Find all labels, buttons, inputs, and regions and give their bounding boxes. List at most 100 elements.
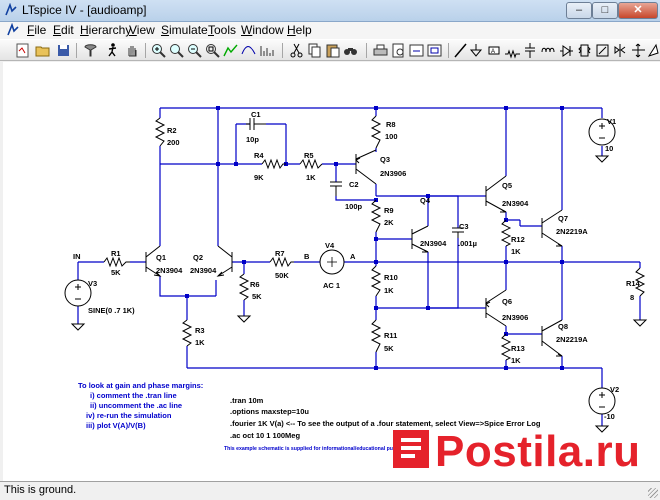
resistor-icon[interactable]: [504, 42, 521, 59]
svg-text:5K: 5K: [252, 292, 262, 301]
svg-text:2N3906: 2N3906: [380, 169, 406, 178]
pan-icon[interactable]: [124, 42, 141, 59]
draw-line-icon[interactable]: [452, 42, 469, 59]
new-schematic-icon[interactable]: [14, 42, 31, 59]
svg-text:A: A: [491, 49, 495, 55]
zoom-out-icon[interactable]: [186, 42, 203, 59]
svg-text:C3: C3: [459, 222, 469, 231]
ground-symbols[interactable]: [70, 155, 648, 433]
menu-edit[interactable]: Edit: [53, 23, 74, 37]
svg-text:Q4: Q4: [420, 196, 431, 205]
voltage-source-v4: [319, 249, 345, 275]
menu-help[interactable]: Help: [287, 23, 312, 37]
resistor-r3: [181, 319, 193, 347]
document-system-menu-icon[interactable]: [6, 23, 20, 37]
capacitor-icon[interactable]: [522, 42, 539, 59]
maximize-button[interactable]: □: [592, 2, 618, 19]
svg-text:Q8: Q8: [558, 322, 568, 331]
svg-text:.options maxstep=10u: .options maxstep=10u: [230, 407, 309, 416]
menu-simulate[interactable]: Simulate: [161, 23, 208, 37]
svg-text:R14: R14: [626, 279, 641, 288]
svg-text:Q7: Q7: [558, 214, 568, 223]
resize-grip[interactable]: [648, 488, 658, 498]
transistor-q8: [541, 319, 563, 357]
paste-icon[interactable]: [324, 42, 341, 59]
save-icon[interactable]: [55, 42, 72, 59]
move-icon[interactable]: [630, 42, 647, 59]
ground-icon[interactable]: [468, 42, 485, 59]
svg-text:R9: R9: [384, 206, 394, 215]
cut-icon[interactable]: [288, 42, 305, 59]
voltage-source-v1: [588, 118, 616, 146]
component-icon[interactable]: [576, 42, 593, 59]
open-icon[interactable]: [34, 42, 51, 59]
spice-directives[interactable]: .tran 10m .options maxstep=10u .fourier …: [230, 396, 541, 440]
capacitors[interactable]: [246, 118, 464, 238]
status-text: This is ground.: [4, 484, 77, 496]
svg-text:IN: IN: [73, 252, 81, 261]
ground-v3: [70, 323, 86, 331]
svg-text:iv) re-run the simulation: iv) re-run the simulation: [86, 411, 172, 420]
svg-text:.tran 10m: .tran 10m: [230, 396, 264, 405]
resistors[interactable]: [103, 115, 646, 361]
print-icon[interactable]: [372, 42, 389, 59]
svg-text:100p: 100p: [345, 202, 363, 211]
svg-text:C2: C2: [349, 180, 359, 189]
svg-text:V4: V4: [325, 241, 335, 250]
svg-text:9K: 9K: [254, 173, 264, 182]
zoom-area-icon[interactable]: [168, 42, 185, 59]
wires[interactable]: [77, 107, 641, 426]
print-preview-icon[interactable]: [390, 42, 407, 59]
close-button[interactable]: ✕: [618, 2, 658, 19]
svg-text:R10: R10: [384, 273, 398, 282]
minimize-button[interactable]: –: [566, 2, 592, 19]
rotate-icon[interactable]: [594, 42, 611, 59]
redo-icon[interactable]: [426, 42, 443, 59]
svg-text:1K: 1K: [195, 338, 205, 347]
voltage-sources[interactable]: [64, 118, 616, 415]
svg-text:10p: 10p: [246, 135, 259, 144]
diode-icon[interactable]: [558, 42, 575, 59]
resistor-r11: [370, 319, 382, 353]
mirror-icon[interactable]: [612, 42, 629, 59]
autorange-icon[interactable]: [222, 42, 239, 59]
transistor-q7: [541, 209, 563, 247]
menu-tools[interactable]: Tools: [208, 23, 237, 37]
svg-text:V1: V1: [607, 117, 616, 126]
transistor-q2: [216, 245, 233, 277]
transistor-q1: [145, 245, 162, 277]
svg-text:R5: R5: [304, 151, 314, 160]
svg-text:ii) uncomment the .ac line: ii) uncomment the .ac line: [90, 401, 182, 410]
svg-text:R1: R1: [111, 249, 121, 258]
svg-text:To look at gain and phase marg: To look at gain and phase margins:: [78, 381, 203, 390]
svg-text:1K: 1K: [511, 356, 521, 365]
zoom-fit-icon[interactable]: [204, 42, 221, 59]
undo-icon[interactable]: [408, 42, 425, 59]
menu-file[interactable]: File: [27, 23, 47, 37]
menu-window[interactable]: Window: [241, 23, 284, 37]
svg-text:1K: 1K: [384, 286, 394, 295]
copy-icon[interactable]: [306, 42, 323, 59]
label-net-icon[interactable]: A: [486, 42, 503, 59]
find-icon[interactable]: [342, 42, 359, 59]
run-icon[interactable]: [104, 42, 121, 59]
svg-text:V2: V2: [610, 385, 619, 394]
inductor-icon[interactable]: [540, 42, 557, 59]
svg-text:R6: R6: [250, 280, 260, 289]
svg-text:i) comment the .tran line: i) comment the .tran line: [90, 391, 177, 400]
drag-icon[interactable]: [646, 42, 660, 59]
ground-v2: [594, 425, 610, 433]
menu-view[interactable]: View: [129, 23, 155, 37]
fft-icon[interactable]: [258, 42, 275, 59]
bode-icon[interactable]: [240, 42, 257, 59]
footnote: This example schematic is supplied for i…: [224, 446, 424, 452]
svg-text:iii) plot V(A)/V(B): iii) plot V(A)/V(B): [86, 421, 146, 430]
control-panel-icon[interactable]: [82, 42, 99, 59]
transistors[interactable]: [145, 149, 563, 357]
zoom-in-icon[interactable]: [150, 42, 167, 59]
svg-text:100: 100: [385, 132, 398, 141]
menu-hierarchy[interactable]: Hierarchy: [80, 23, 132, 37]
transistor-q5: [485, 175, 507, 213]
